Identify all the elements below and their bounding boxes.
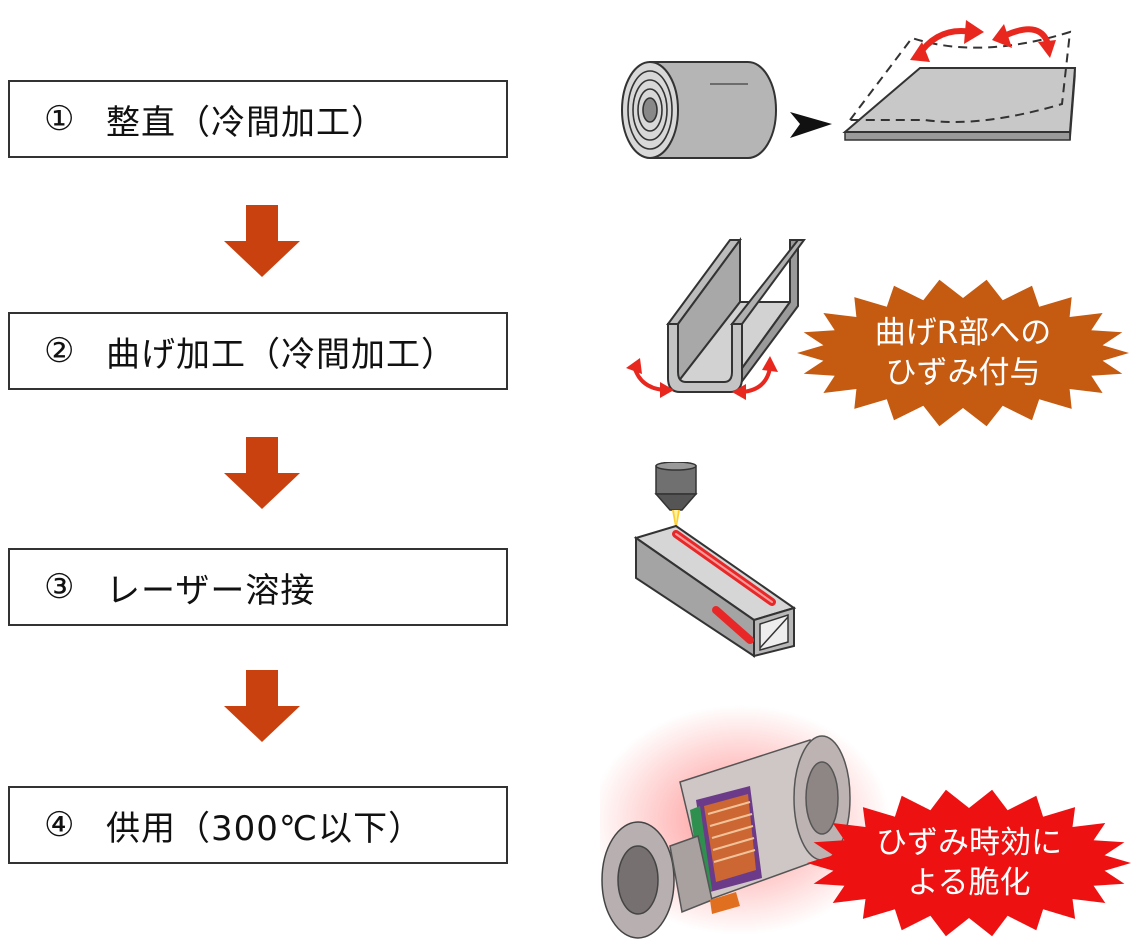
strain-added-line-1: 曲げR部への <box>874 315 1052 351</box>
reactor-cutaway-icon <box>601 735 851 939</box>
step-2-box: ② 曲げ加工（冷間加工） <box>8 312 508 390</box>
welded-tube-icon <box>633 524 797 658</box>
step-4-box: ④ 供用（300℃以下） <box>8 786 508 864</box>
step-3-label: レーザー溶接 <box>106 570 316 611</box>
flow-arrow-1-icon <box>224 205 300 277</box>
straightening-illustration <box>621 20 1077 159</box>
flat-sheet-icon <box>842 30 1077 141</box>
step-1-label: 整直（冷間加工） <box>106 102 386 143</box>
step-3-number: ③ <box>44 567 75 607</box>
pointer-arrow-icon <box>790 112 832 138</box>
bend-arrows-icon <box>626 356 778 400</box>
step-4-number: ④ <box>44 805 75 845</box>
flow-arrow-3-icon <box>224 670 300 742</box>
step-1-box: ① 整直（冷間加工） <box>8 80 508 158</box>
step-2-number: ② <box>44 331 75 371</box>
reactor-illustration <box>600 705 890 939</box>
burst-shape-icon <box>807 789 1131 937</box>
step-4-label: 供用（300℃以下） <box>106 808 424 849</box>
burst-shape-icon <box>797 279 1129 427</box>
laser-nozzle-icon <box>654 462 698 532</box>
strain-aging-line-2: よる脆化 <box>907 865 1031 901</box>
flow-arrow-2-icon <box>224 437 300 509</box>
strain-added-line-2: ひずみ付与 <box>885 355 1041 391</box>
strain-aging-line-1: ひずみ時効に <box>876 825 1062 861</box>
coil-icon <box>621 61 777 159</box>
step-2-label: 曲げ加工（冷間加工） <box>106 334 456 375</box>
u-channel-illustration <box>626 236 806 400</box>
u-channel-icon <box>666 236 806 393</box>
strain-aging-callout: ひずみ時効に よる脆化 <box>806 788 1132 938</box>
step-3-box: ③ レーザー溶接 <box>8 548 508 626</box>
step-1-number: ① <box>44 99 75 139</box>
bend-direction-arrows-icon <box>910 20 1056 62</box>
laser-welding-illustration <box>633 462 797 658</box>
strain-added-callout: 曲げR部への ひずみ付与 <box>796 278 1130 428</box>
